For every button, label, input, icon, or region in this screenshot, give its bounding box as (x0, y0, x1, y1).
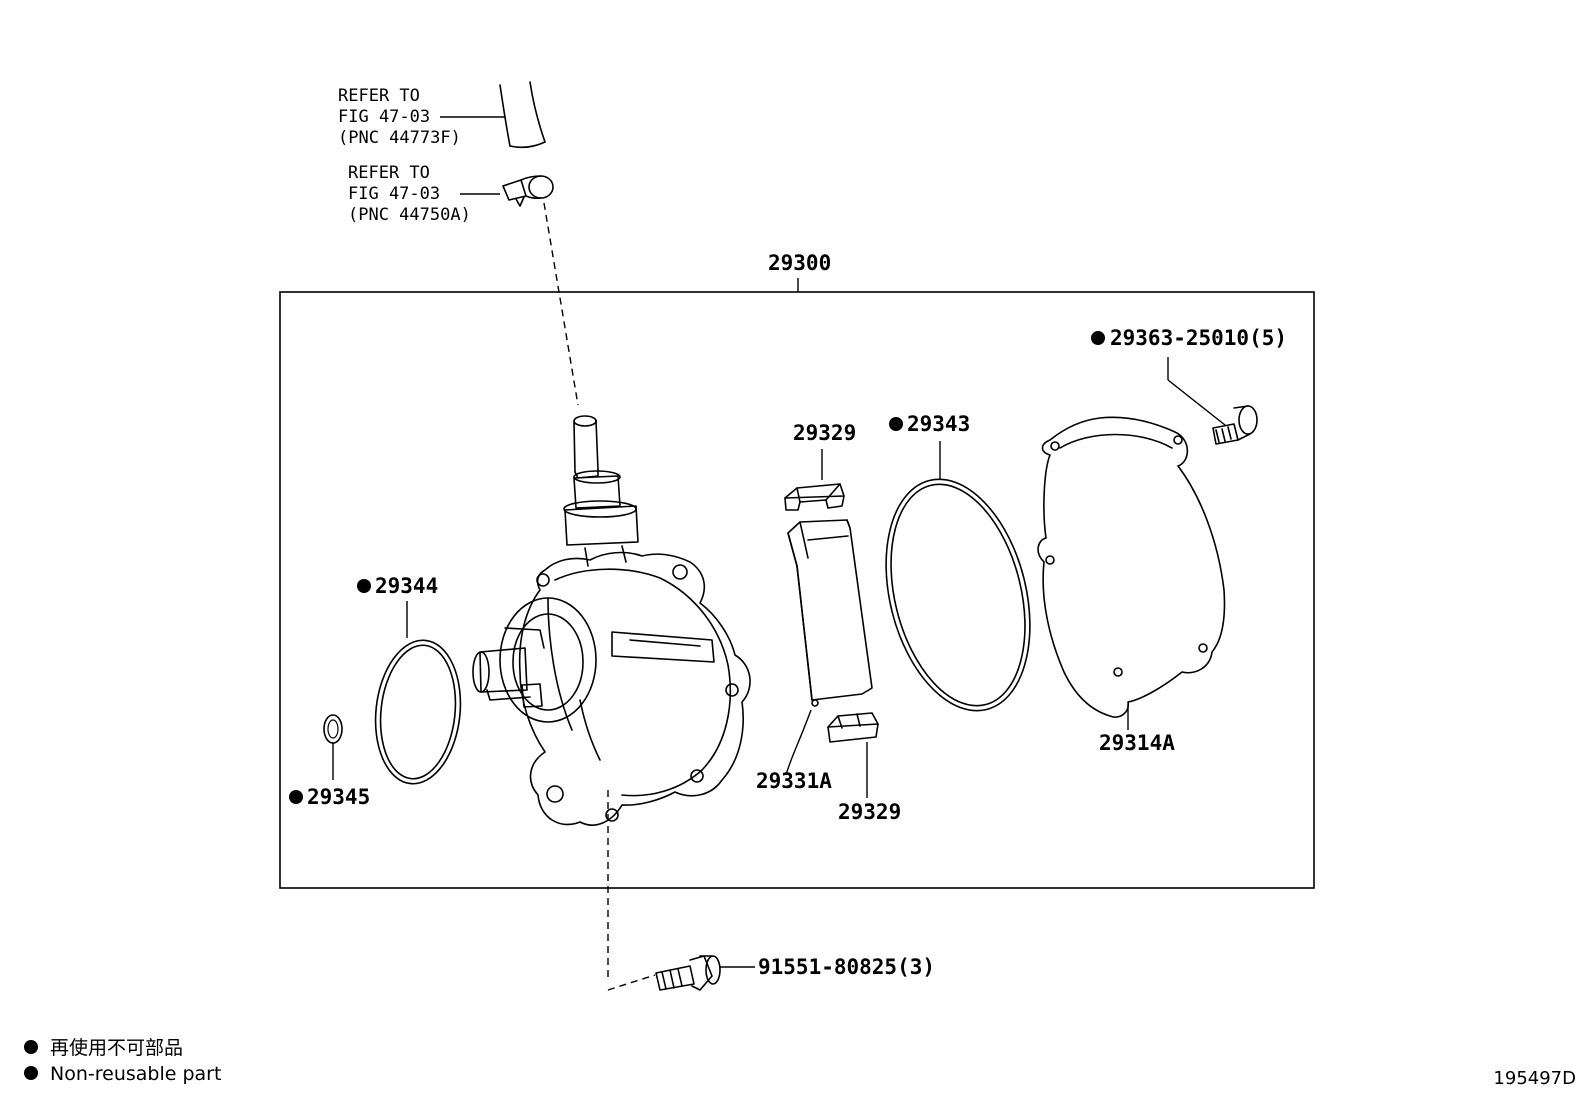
hose-clamp-icon (502, 175, 554, 207)
hose-ref-line-3: (PNC 44773F) (338, 128, 461, 148)
washer-icon (323, 714, 343, 744)
nonreusable-bullet-29363 (1091, 331, 1105, 345)
label-bolt-cover: 29363-25010(5) (1110, 326, 1287, 350)
vacuum-pump-icon (472, 415, 751, 826)
mounting-bolt-icon (655, 955, 721, 991)
hose-reference: REFER TO FIG 47-03 (PNC 44773F) (338, 86, 505, 148)
label-assembly: 29300 (768, 251, 831, 275)
label-29343: 29343 (907, 412, 970, 436)
clamp-ref-line-1: REFER TO (348, 163, 430, 183)
vane-top-icon (784, 483, 845, 511)
gasket-ring-icon (885, 478, 1031, 712)
hose-ref-line-1: REFER TO (338, 86, 420, 106)
figure-id: 195497D (1493, 1068, 1576, 1089)
clamp-ref-line-3: (PNC 44750A) (348, 205, 471, 225)
legend: 再使用不可部品 Non-reusable part (24, 1037, 221, 1085)
label-bolt-mount: 91551-80825(3) (758, 955, 935, 979)
legend-jp: 再使用不可部品 (50, 1037, 183, 1059)
nonreusable-bullet-29343 (889, 417, 903, 431)
o-ring-icon (374, 639, 462, 785)
legend-bullet-jp (24, 1040, 38, 1054)
clamp-reference: REFER TO FIG 47-03 (PNC 44750A) (348, 163, 500, 225)
rotor-icon (787, 519, 873, 707)
assembly-frame (279, 291, 1315, 889)
label-29345: 29345 (307, 785, 370, 809)
vacuum-hose-icon (499, 81, 546, 149)
pump-cover-icon (1037, 416, 1226, 718)
label-vane-top: 29329 (793, 421, 856, 445)
nonreusable-bullet-29344 (357, 579, 371, 593)
nonreusable-bullet-29345 (289, 790, 303, 804)
hose-ref-line-2: FIG 47-03 (338, 107, 430, 127)
legend-bullet-en (24, 1066, 38, 1080)
label-rotor: 29331A (756, 769, 832, 793)
legend-en: Non-reusable part (50, 1063, 221, 1085)
vane-bottom-icon (827, 712, 879, 743)
cover-bolt-icon (1212, 405, 1258, 445)
label-29344: 29344 (375, 574, 438, 598)
label-cover: 29314A (1099, 731, 1175, 755)
label-vane-bottom: 29329 (838, 800, 901, 824)
clamp-ref-line-2: FIG 47-03 (348, 184, 440, 204)
